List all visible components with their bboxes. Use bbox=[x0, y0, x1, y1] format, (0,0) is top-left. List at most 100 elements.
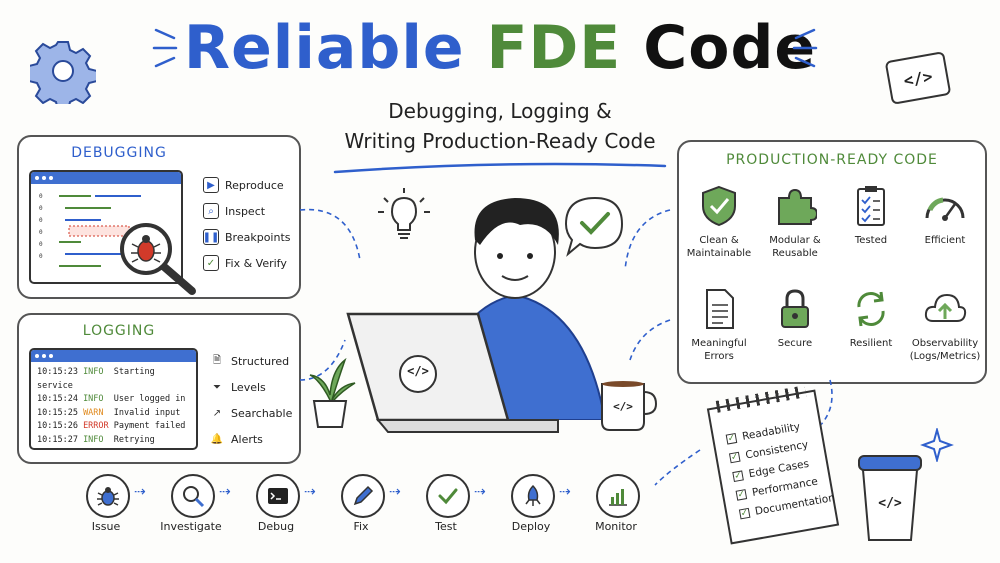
filter-icon: ⏷ bbox=[213, 381, 221, 393]
item-clean-maintainable: Clean & Maintainable bbox=[679, 184, 759, 260]
item-label-1: Efficient bbox=[924, 235, 966, 246]
cloud-upload-icon bbox=[924, 293, 967, 322]
debugging-steps: ▶Reproduce ⌕Inspect ❚❚ Breakpoints ✓Fix &… bbox=[203, 172, 295, 276]
feature-label: Levels bbox=[231, 380, 266, 394]
log-line: 10:15:23 INFO Starting service bbox=[37, 366, 190, 393]
plant-icon bbox=[309, 357, 356, 428]
sparkle-left-icon bbox=[152, 28, 178, 68]
feature-label: Alerts bbox=[231, 432, 263, 446]
shield-check-icon bbox=[702, 185, 736, 227]
item-secure: Secure bbox=[755, 287, 835, 350]
sparkle-right-icon bbox=[792, 28, 818, 68]
log-time: 10:15:23 bbox=[37, 367, 84, 377]
laptop-code-logo: </> bbox=[407, 364, 429, 378]
feature-structured: 🗎Structured bbox=[209, 348, 297, 374]
log-level: INFO bbox=[83, 394, 114, 404]
production-panel: PRODUCTION-READY CODE Clean & Maintainab… bbox=[677, 140, 987, 384]
feature-levels: ⏷ Levels bbox=[209, 374, 297, 400]
checkbox-icon: ✓ bbox=[738, 507, 750, 519]
step-label: Fix & Verify bbox=[225, 256, 287, 270]
checkbox-icon: ✓ bbox=[735, 488, 748, 501]
document-icon: 🗎 bbox=[212, 354, 222, 366]
item-meaningful-errors: Meaningful Errors bbox=[679, 287, 759, 363]
feature-searchable: ↗ Searchable bbox=[209, 400, 297, 426]
log-message: User logged in bbox=[113, 394, 186, 404]
sparkle-star-icon bbox=[920, 428, 954, 462]
item-label-1: Observability bbox=[911, 338, 979, 349]
item-label-1: Resilient bbox=[849, 338, 893, 349]
log-level: INFO bbox=[83, 367, 114, 377]
step-breakpoints: ❚❚ Breakpoints bbox=[203, 224, 295, 250]
log-message: Payment failed bbox=[113, 421, 186, 431]
svg-text:0: 0 bbox=[39, 253, 43, 260]
puzzle-icon bbox=[778, 188, 817, 225]
cup-code-logo: </> bbox=[878, 496, 902, 511]
trend-icon: ↗ bbox=[212, 407, 222, 419]
item-label-2: Errors bbox=[704, 351, 734, 362]
title-word-fde: FDE bbox=[486, 13, 622, 83]
log-time: 10:15:24 bbox=[37, 394, 84, 404]
logging-title: LOGGING bbox=[82, 323, 156, 339]
step-label: Breakpoints bbox=[225, 230, 291, 244]
feature-alerts: 🔔 Alerts bbox=[209, 426, 297, 452]
log-line: 10:15:24 INFO User logged in bbox=[37, 393, 190, 407]
title-word-reliable: Reliable bbox=[183, 13, 465, 83]
refresh-icon bbox=[857, 291, 885, 327]
checkbox-icon: ✓ bbox=[728, 451, 741, 463]
log-line: 10:15:25 WARN Invalid input bbox=[37, 407, 190, 421]
subtitle-line-2: Writing Production-Ready Code bbox=[344, 129, 656, 153]
item-label-2: Reusable bbox=[772, 248, 818, 259]
item-tested: Tested bbox=[831, 184, 911, 247]
log-level: WARN bbox=[83, 407, 114, 418]
error-doc-icon bbox=[706, 289, 734, 329]
svg-text:0: 0 bbox=[39, 205, 43, 212]
log-message: Invalid input bbox=[113, 407, 181, 418]
checkbox-icon: ✓ bbox=[732, 469, 744, 482]
subtitle-underline bbox=[333, 162, 667, 174]
log-message: Retrying payment bbox=[113, 434, 155, 445]
bell-icon: 🔔 bbox=[210, 433, 224, 445]
step-label: Reproduce bbox=[225, 178, 284, 192]
step-fix-verify: ✓Fix & Verify bbox=[203, 250, 295, 276]
gear-icon bbox=[30, 41, 96, 104]
log-line: 10:15:27 INFO Retrying payment bbox=[37, 434, 190, 449]
page-title: Reliable FDE Code bbox=[0, 8, 1000, 88]
log-level: INFO bbox=[83, 434, 114, 445]
item-label-1: Modular & bbox=[769, 235, 821, 246]
lock-icon bbox=[781, 289, 809, 328]
log-level: ERROR bbox=[83, 421, 114, 431]
log-time: 10:15:25 bbox=[37, 407, 84, 418]
checklist-icon bbox=[857, 186, 885, 226]
log-time: 10:15:27 bbox=[37, 434, 84, 445]
coffee-mug-icon bbox=[601, 381, 658, 431]
quality-checklist: ✓Readability ✓Consistency ✓Edge Cases ✓P… bbox=[706, 385, 840, 545]
production-title: PRODUCTION-READY CODE bbox=[726, 152, 938, 168]
item-label-2: Maintainable bbox=[686, 248, 752, 259]
gauge-icon bbox=[925, 197, 965, 221]
item-label-1: Meaningful bbox=[691, 338, 747, 349]
subtitle-line-1: Debugging, Logging & bbox=[388, 99, 612, 123]
pause-icon: ❚❚ bbox=[203, 229, 219, 245]
laptop-illustration bbox=[346, 312, 559, 433]
item-modular-reusable: Modular & Reusable bbox=[755, 184, 835, 260]
bug-magnifier-icon bbox=[120, 223, 196, 295]
svg-text:0: 0 bbox=[39, 241, 43, 248]
svg-text:0: 0 bbox=[39, 217, 43, 224]
item-observability: Observability (Logs/Metrics) bbox=[905, 287, 985, 363]
item-label-2: (Logs/Metrics) bbox=[909, 351, 981, 362]
step-reproduce: ▶Reproduce bbox=[203, 172, 295, 198]
magnifier-icon: ⌕ bbox=[203, 203, 219, 219]
subtitle: Debugging, Logging & Writing Production-… bbox=[300, 96, 700, 156]
title-word-code: Code bbox=[643, 13, 817, 83]
item-efficient: Efficient bbox=[905, 184, 985, 247]
step-inspect: ⌕Inspect bbox=[203, 198, 295, 224]
item-resilient: Resilient bbox=[831, 287, 911, 350]
logging-features: 🗎Structured ⏷ Levels ↗ Searchable 🔔 Alerts bbox=[209, 348, 297, 452]
lightbulb-icon bbox=[378, 188, 430, 239]
item-label-1: Tested bbox=[854, 235, 888, 246]
feature-label: Searchable bbox=[231, 406, 293, 420]
